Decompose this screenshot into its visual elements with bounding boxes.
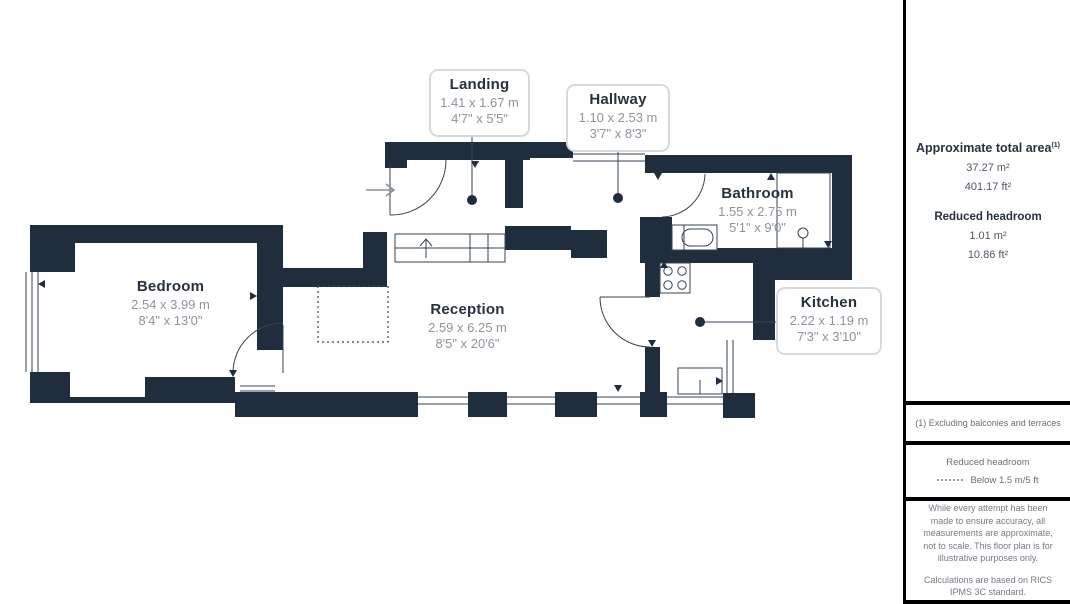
staircase: [394, 233, 506, 263]
marker-arrows: [38, 161, 832, 392]
label-bedroom: Bedroom 2.54 x 3.99 m 8'4" x 13'0": [88, 278, 253, 330]
sidebar-area-section: Approximate total area(1) 37.27 m² 401.1…: [906, 0, 1070, 401]
sidebar-disclaimer-section: While every attempt has been made to ens…: [906, 501, 1070, 600]
label-dots: [467, 193, 705, 327]
entry-arrow-icon: [366, 183, 396, 197]
total-area-title-text: Approximate total area: [915, 140, 1052, 155]
disclaimer-text-2: Calculations are based on RICS IPMS 3C s…: [923, 574, 1053, 598]
window-bedroom-left: [25, 272, 39, 372]
room-name-bathroom: Bathroom: [721, 185, 794, 202]
legend-item-text: Below 1.5 m/5 ft: [970, 474, 1039, 486]
dotted-line-sample: [937, 479, 964, 481]
legend-title: Reduced headroom: [946, 456, 1030, 468]
label-hallway: Hallway 1.10 x 2.53 m 3'7" x 8'3": [566, 84, 670, 152]
room-imperial-landing: 4'7" x 5'5": [451, 111, 508, 127]
divider: [906, 441, 1070, 445]
divider: [906, 600, 1070, 604]
total-area-m2: 37.27 m²: [966, 161, 1010, 174]
total-area-ft2: 401.17 ft²: [964, 180, 1012, 193]
room-name-bedroom: Bedroom: [136, 278, 205, 295]
room-name-kitchen: Kitchen: [800, 294, 858, 311]
footnote-text: (1) Excluding balconies and terraces: [915, 418, 1061, 428]
dot-kitchen: [695, 317, 705, 327]
footnote-reference: (1): [1051, 141, 1061, 149]
room-imperial-reception: 8'5" x 20'6": [435, 336, 500, 352]
sidebar-legend-section: Reduced headroom Below 1.5 m/5 ft: [906, 445, 1070, 497]
window-sill-detail: [240, 385, 275, 392]
room-metric-bedroom: 2.54 x 3.99 m: [131, 296, 210, 312]
room-metric-kitchen: 2.22 x 1.19 m: [789, 312, 869, 328]
sink: [677, 367, 723, 395]
doors: [232, 159, 706, 374]
window-reception-bottom-1: [418, 396, 468, 405]
total-area-title: Approximate total area(1): [916, 141, 1060, 155]
reduced-headroom-m2: 1.01 m²: [969, 229, 1007, 242]
room-metric-landing: 1.41 x 1.67 m: [440, 94, 519, 110]
window-reception-bottom-2: [507, 396, 555, 405]
room-metric-hallway: 1.10 x 2.53 m: [578, 109, 658, 125]
room-imperial-kitchen: 7'3" x 3'10": [796, 329, 862, 345]
reduced-headroom-ft2: 10.86 ft²: [967, 248, 1009, 261]
door-bedroom: [232, 322, 284, 374]
stairs-up-arrow: [419, 238, 433, 258]
info-sidebar: Approximate total area(1) 37.27 m² 401.1…: [903, 0, 1070, 604]
sidebar-footnote-section: (1) Excluding balconies and terraces: [906, 405, 1070, 441]
room-name-landing: Landing: [449, 76, 510, 93]
legend-row: Below 1.5 m/5 ft: [937, 474, 1039, 486]
bathtub: [671, 224, 718, 251]
disclaimer-text-1: While every attempt has been made to ens…: [923, 502, 1053, 564]
window-kitchen-right: [726, 340, 734, 393]
dot-landing: [467, 195, 477, 205]
reduced-headroom-title: Reduced headroom: [934, 210, 1042, 223]
window-kitchen-bottom: [667, 396, 723, 405]
door-bathroom: [661, 173, 706, 218]
label-landing: Landing 1.41 x 1.67 m 4'7" x 5'5": [429, 69, 530, 137]
windows: [25, 146, 734, 405]
room-imperial-bedroom: 8'4" x 13'0": [138, 313, 203, 329]
reduced-headroom-area: [317, 285, 389, 343]
window-reception-bottom-3: [597, 396, 640, 405]
room-name-reception: Reception: [430, 301, 505, 318]
room-name-hallway: Hallway: [589, 91, 647, 108]
door-landing: [389, 159, 447, 216]
label-bathroom: Bathroom 1.55 x 2.75 m 5'1" x 9'0": [675, 185, 840, 237]
door-kitchen: [599, 296, 651, 348]
room-imperial-bathroom: 5'1" x 9'0": [729, 220, 786, 236]
room-metric-bathroom: 1.55 x 2.75 m: [718, 203, 797, 219]
fixtures: [659, 172, 831, 395]
room-metric-reception: 2.59 x 6.25 m: [428, 319, 507, 335]
shower: [776, 172, 831, 249]
divider: [906, 401, 1070, 405]
walls: [30, 142, 852, 418]
label-kitchen: Kitchen 2.22 x 1.19 m 7'3" x 3'10": [776, 287, 882, 355]
dot-hallway: [613, 193, 623, 203]
label-reception: Reception 2.59 x 6.25 m 8'5" x 20'6": [385, 301, 550, 353]
divider: [906, 497, 1070, 501]
room-imperial-hallway: 3'7" x 8'3": [589, 126, 647, 142]
